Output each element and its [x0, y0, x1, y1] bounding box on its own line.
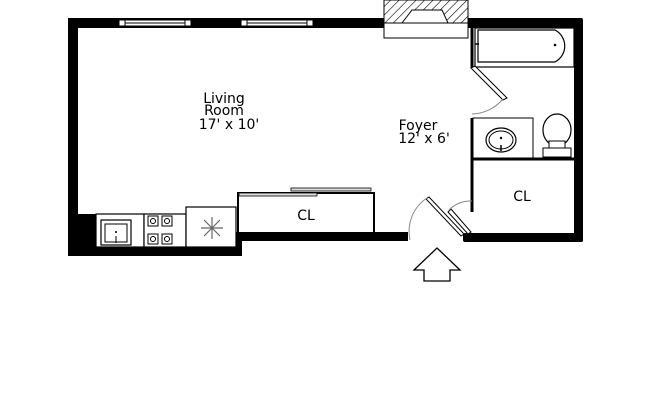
exterior-walls	[68, 18, 583, 256]
main-closet-label: CL	[297, 208, 315, 224]
foyer-closet-label: CL	[513, 189, 531, 205]
bathroom-sink-icon	[472, 117, 534, 159]
window-1	[118, 19, 192, 27]
bathroom-door[interactable]	[470, 65, 508, 115]
fireplace-icon	[383, 0, 469, 39]
foyer-dimensions: 12' x 6'	[398, 131, 450, 147]
living-room-label-line2: Room	[204, 103, 244, 119]
entry-arrow-icon	[412, 247, 462, 282]
living-room-label-line1: Living	[203, 91, 245, 107]
toilet-icon	[542, 113, 572, 158]
refrigerator-icon	[201, 217, 223, 239]
window-2	[240, 19, 314, 27]
living-room-dimensions: 17' x 10'	[199, 117, 260, 133]
kitchen-sink-icon	[100, 219, 132, 246]
main-closet	[237, 187, 375, 234]
entry-door[interactable]	[408, 196, 465, 241]
foyer-closet-door[interactable]	[447, 200, 473, 235]
foyer-label: Foyer	[399, 118, 438, 134]
stove-icon	[147, 215, 173, 245]
bathtub-icon	[474, 27, 575, 68]
